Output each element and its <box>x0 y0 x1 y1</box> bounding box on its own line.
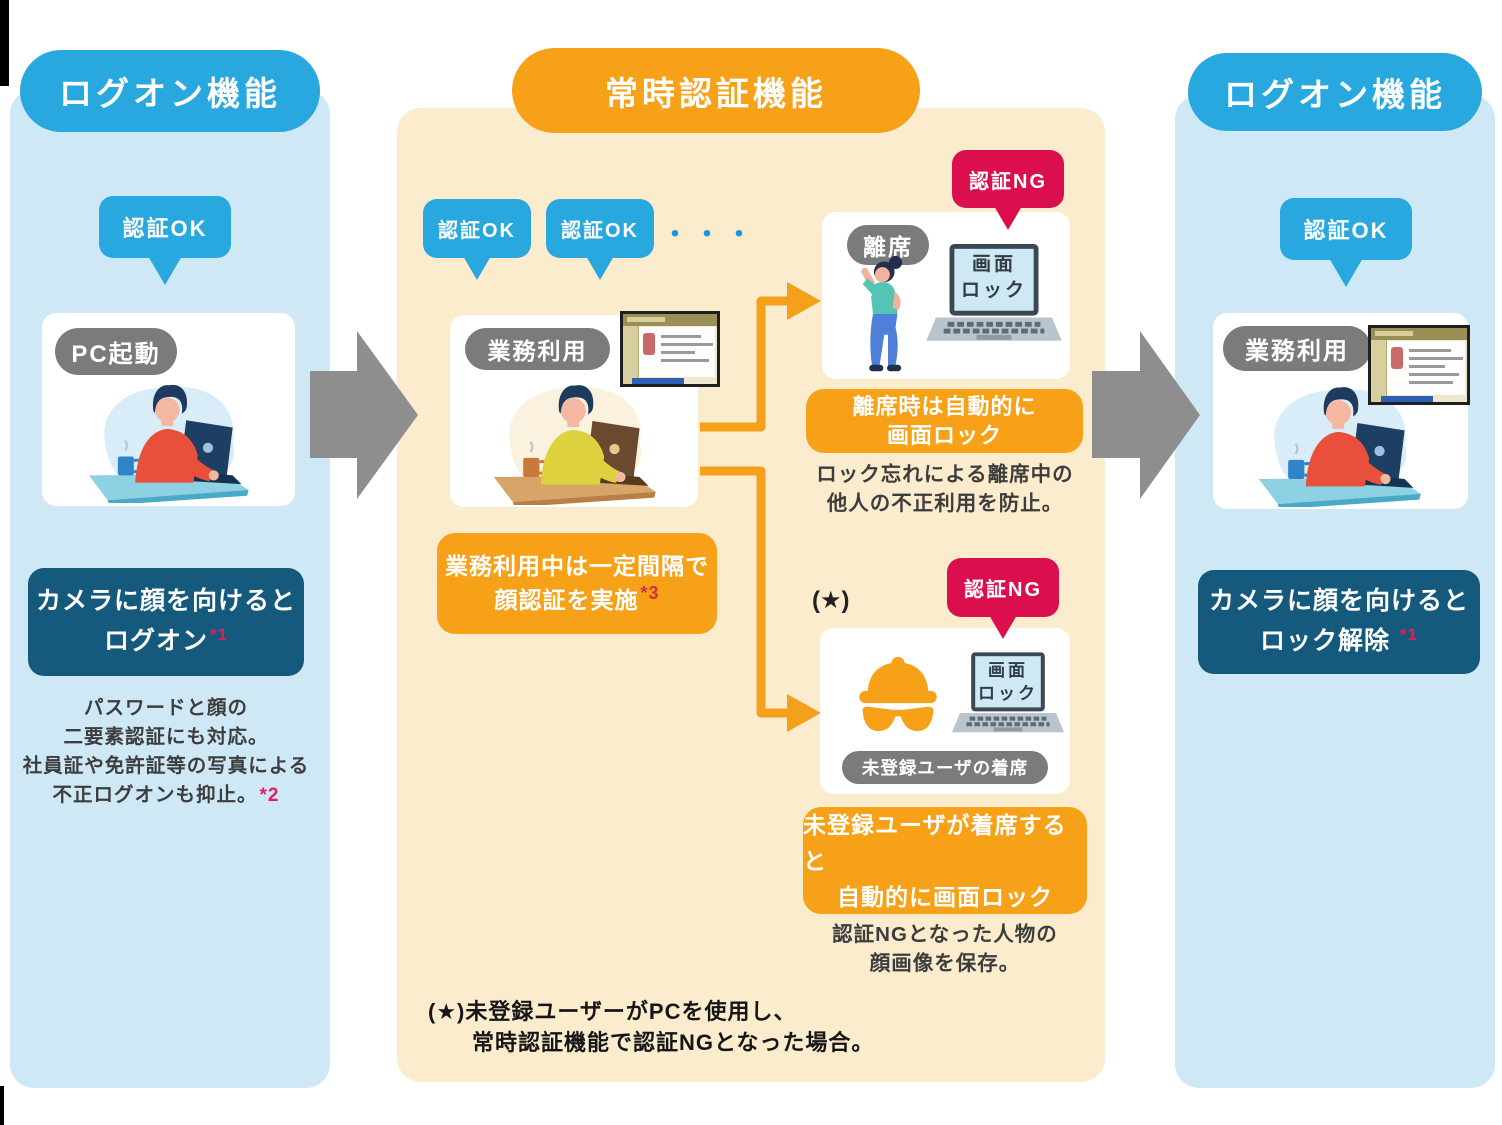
footnote-marker-1: *1 <box>209 624 229 644</box>
intruder-card: 画面 ロック 未登録ユーザの着席 <box>820 628 1070 794</box>
right-highlight-box: カメラに顔を向けると ロック解除 *1 <box>1198 570 1480 674</box>
repeat-dots: ・・・ <box>662 219 759 249</box>
middle-auth-ok-badge-2: 認証OK <box>546 199 654 280</box>
middle-panel-header: 常時認証機能 <box>512 48 920 133</box>
intruder-label: 未登録ユーザの着席 <box>861 758 1029 778</box>
away-card: 離席 画面 ロック <box>822 212 1070 379</box>
scan-artifact-bottom <box>0 1086 4 1125</box>
away-screen-lock-line1: 画面 <box>971 254 1016 275</box>
app-screenshot-thumbnail <box>1368 325 1470 405</box>
left-auth-ok-label: 認証OK <box>122 216 208 241</box>
footnote-marker-1: *1 <box>1399 624 1419 644</box>
thumbnail-figure <box>1391 347 1403 369</box>
interval-auth-line1: 業務利用中は一定間隔で <box>445 552 709 579</box>
intruder-screen-lock-line2: ロック <box>978 684 1038 703</box>
middle-auth-ok-badge-1: 認証OK <box>423 199 531 280</box>
right-work-use-label-pill: 業務利用 <box>1223 326 1371 371</box>
left-note-line1: パスワードと顔の <box>83 697 248 719</box>
thumbnail-content <box>639 327 715 377</box>
footnote-marker-3: *3 <box>640 582 660 603</box>
intruder-auth-ng-tail <box>989 615 1017 639</box>
away-auth-ng-label: 認証NG <box>969 170 1047 193</box>
pc-start-label-pill: PC起動 <box>55 328 177 375</box>
left-highlight-box: カメラに顔を向けると ログオン*1 <box>28 568 304 676</box>
right-auth-ok-label: 認証OK <box>1303 218 1389 243</box>
right-panel-header: ログオン機能 <box>1188 53 1482 131</box>
intruder-note: 認証NGとなった人物の 顔画像を保存。 <box>790 920 1100 978</box>
away-screen-lock-text: 画面 ロック <box>954 252 1034 304</box>
middle-panel-header-label: 常時認証機能 <box>605 74 827 112</box>
intruder-label-pill: 未登録ユーザの着席 <box>842 751 1048 784</box>
middle-auth-ok-2-label: 認証OK <box>561 220 639 242</box>
pc-start-label: PC起動 <box>71 341 161 368</box>
right-work-use-card: 業務利用 <box>1213 313 1470 509</box>
pc-start-card: PC起動 <box>42 313 295 506</box>
work-use-label-pill: 業務利用 <box>465 328 610 370</box>
person-at-laptop-illustration <box>50 365 286 503</box>
right-work-use-label: 業務利用 <box>1245 338 1349 365</box>
thumbnail-taskbar <box>1380 396 1434 402</box>
middle-auth-ok-1-label: 認証OK <box>438 220 516 242</box>
left-note-line4: 不正ログオンも抑止。*2 <box>52 784 280 806</box>
star-reference-label: (★) <box>812 587 850 614</box>
left-auth-ok-tail <box>148 256 182 285</box>
intruder-auth-ng-label: 認証NG <box>964 579 1042 601</box>
work-use-card: 業務利用 <box>450 311 720 507</box>
thumbnail-sidebar <box>1371 340 1387 402</box>
thumbnail-figure <box>643 333 655 355</box>
middle-auth-ok-1-tail <box>463 256 491 280</box>
thumbnail-sidebar <box>623 326 639 384</box>
left-highlight-line1: カメラに顔を向けると <box>35 586 296 615</box>
right-auth-ok-badge: 認証OK <box>1280 198 1412 287</box>
star-footnote: (★)未登録ユーザーがPCを使用し、 常時認証機能で認証NGとなった場合。 <box>428 996 874 1058</box>
away-label-pill: 離席 <box>847 225 929 265</box>
left-panel-header-label: ログオン機能 <box>59 75 281 112</box>
interval-auth-line2: 顔認証を実施*3 <box>494 582 660 613</box>
left-note-line3: 社員証や免許証等の写真による <box>22 755 310 777</box>
thumbnail-titlebar <box>1371 328 1467 340</box>
left-note-line2: 二要素認証にも対応。 <box>63 726 269 748</box>
left-panel-header: ログオン機能 <box>20 50 320 132</box>
left-highlight-line2: ログオン*1 <box>103 624 229 655</box>
woman-leaving-illustration <box>844 254 932 376</box>
intruder-lock-line2: 自動的に画面ロック <box>837 883 1053 910</box>
away-screen-lock-line2: ロック <box>960 280 1027 301</box>
intruder-auth-ng-badge: 認証NG <box>947 558 1059 639</box>
away-lock-line2: 画面ロック <box>886 423 1002 448</box>
scan-artifact-top <box>0 0 9 86</box>
intruder-screen-lock-line1: 画面 <box>988 661 1028 680</box>
away-note-line2: 他人の不正利用を防止。 <box>826 492 1064 515</box>
right-highlight-line2: ロック解除 *1 <box>1259 624 1419 655</box>
right-auth-ok-tail <box>1329 258 1363 287</box>
away-note: ロック忘れによる離席中の 他人の不正利用を防止。 <box>790 460 1100 518</box>
burglar-icon <box>850 654 946 758</box>
intruder-note-line2: 顔画像を保存。 <box>869 952 1021 975</box>
away-lock-box: 離席時は自動的に 画面ロック <box>806 389 1083 453</box>
middle-auth-ok-2-tail <box>586 256 614 280</box>
work-use-label: 業務利用 <box>487 338 588 364</box>
app-screenshot-thumbnail <box>620 311 720 387</box>
thumbnail-content <box>1387 341 1465 395</box>
thumbnail-titlebar <box>623 314 717 326</box>
away-label: 離席 <box>863 234 913 260</box>
away-note-line1: ロック忘れによる離席中の <box>816 463 1074 486</box>
intruder-screen-lock-text: 画面 ロック <box>975 659 1041 705</box>
thumbnail-taskbar <box>632 378 685 384</box>
right-panel-header-label: ログオン機能 <box>1224 76 1446 113</box>
left-auth-ok-badge: 認証OK <box>99 196 231 285</box>
interval-auth-box: 業務利用中は一定間隔で 顔認証を実施*3 <box>437 533 717 634</box>
star-footnote-line1: (★)未登録ユーザーがPCを使用し、 <box>428 999 797 1024</box>
intruder-lock-line1: 未登録ユーザが着席すると <box>803 811 1067 874</box>
away-auth-ng-badge: 認証NG <box>952 150 1064 230</box>
left-note: パスワードと顔の 二要素認証にも対応。 社員証や免許証等の写真による 不正ログオ… <box>20 694 312 810</box>
away-auth-ng-tail <box>994 206 1022 230</box>
intruder-lock-box: 未登録ユーザが着席すると 自動的に画面ロック <box>803 807 1087 914</box>
star-footnote-line2: 常時認証機能で認証NGとなった場合。 <box>472 1030 875 1055</box>
intruder-note-line1: 認証NGとなった人物の <box>832 923 1058 946</box>
footnote-marker-2: *2 <box>259 785 280 806</box>
away-lock-line1: 離席時は自動的に <box>852 394 1037 419</box>
right-highlight-line1: カメラに顔を向けると <box>1208 586 1469 615</box>
